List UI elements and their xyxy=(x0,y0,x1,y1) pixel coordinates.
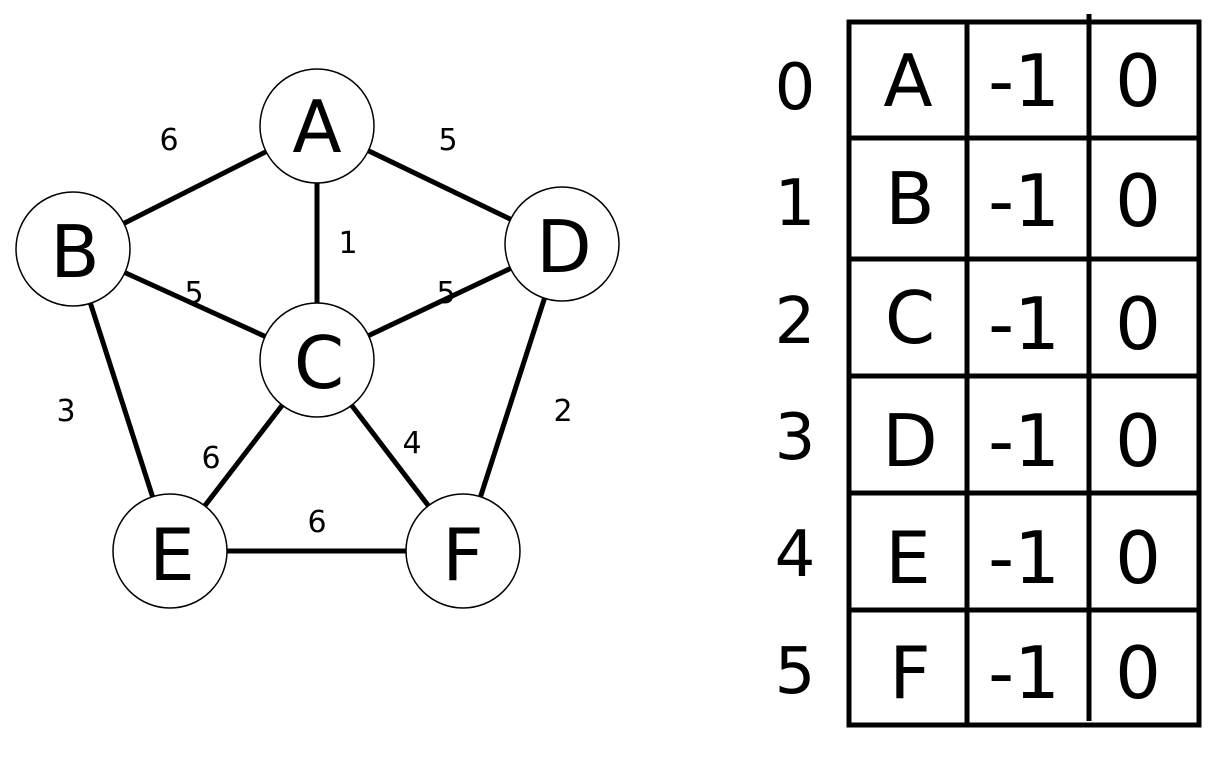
table-row: B -1 0 xyxy=(885,157,1161,243)
node-d-label: D xyxy=(536,205,591,289)
node-e-label: E xyxy=(149,513,195,597)
row-index-1: 1 xyxy=(775,167,816,241)
weight-c-e: 6 xyxy=(201,441,220,476)
node-f-circle xyxy=(405,493,521,609)
weight-c-d: 5 xyxy=(436,276,455,311)
cell-value-0: 0 xyxy=(1115,39,1161,123)
table-row: C -1 0 xyxy=(885,276,1161,366)
node-d-circle xyxy=(504,186,620,302)
cell-parent-4: -1 xyxy=(988,516,1060,600)
cell-vertex-0: A xyxy=(883,39,932,123)
cell-parent-1: -1 xyxy=(988,159,1060,243)
graph: 6 5 1 5 5 3 6 4 2 6 A B C xyxy=(15,68,620,609)
weight-d-f: 2 xyxy=(553,394,572,429)
weight-e-f: 6 xyxy=(307,505,326,540)
cell-vertex-3: D xyxy=(882,399,937,483)
row-index-5: 5 xyxy=(775,635,816,709)
row-index-0: 0 xyxy=(775,51,816,125)
node-c-label: C xyxy=(294,321,344,405)
weight-a-c: 1 xyxy=(338,226,357,261)
node-e: E xyxy=(112,493,228,609)
graph-nodes: A B C D E F xyxy=(15,68,620,609)
node-a-label: A xyxy=(292,85,341,169)
node-a-circle xyxy=(259,68,375,184)
weight-c-f: 4 xyxy=(402,426,421,461)
table-row: F -1 0 xyxy=(889,631,1161,715)
node-b-circle xyxy=(15,191,131,307)
cell-value-1: 0 xyxy=(1115,159,1161,243)
cell-parent-0: -1 xyxy=(988,39,1060,123)
cell-parent-5: -1 xyxy=(988,631,1060,715)
weight-a-b: 6 xyxy=(159,123,178,158)
node-f-label: F xyxy=(442,513,483,597)
edge-weights: 6 5 1 5 5 3 6 4 2 6 xyxy=(56,123,572,540)
row-index-4: 4 xyxy=(775,518,816,592)
table-index-column: 0 1 2 3 4 5 xyxy=(775,51,816,709)
table-grid xyxy=(846,14,1202,728)
table-row: A -1 0 xyxy=(883,39,1161,123)
node-e-circle xyxy=(112,493,228,609)
node-b: B xyxy=(15,191,131,307)
cell-value-4: 0 xyxy=(1115,516,1161,600)
cell-parent-3: -1 xyxy=(988,399,1060,483)
table-row: D -1 0 xyxy=(882,399,1161,483)
table-row: E -1 0 xyxy=(885,516,1161,600)
weight-b-c: 5 xyxy=(184,276,203,311)
row-index-3: 3 xyxy=(775,401,816,475)
weight-b-e: 3 xyxy=(56,394,75,429)
node-b-label: B xyxy=(50,210,99,294)
cell-vertex-4: E xyxy=(885,516,931,600)
row-index-2: 2 xyxy=(775,285,816,359)
cell-vertex-5: F xyxy=(889,631,930,715)
node-c-circle xyxy=(259,302,375,418)
cell-value-5: 0 xyxy=(1115,631,1161,715)
cell-vertex-1: B xyxy=(885,157,934,241)
cell-parent-2: -1 xyxy=(988,282,1060,366)
node-d: D xyxy=(504,186,620,302)
cell-value-2: 0 xyxy=(1115,282,1161,366)
vertex-table: 0 1 2 3 4 5 A -1 0 B -1 xyxy=(775,14,1202,728)
cell-value-3: 0 xyxy=(1115,399,1161,483)
weight-a-d: 5 xyxy=(438,123,457,158)
node-f: F xyxy=(405,493,521,609)
node-c: C xyxy=(259,302,375,418)
cell-vertex-2: C xyxy=(885,276,935,360)
node-a: A xyxy=(259,68,375,184)
